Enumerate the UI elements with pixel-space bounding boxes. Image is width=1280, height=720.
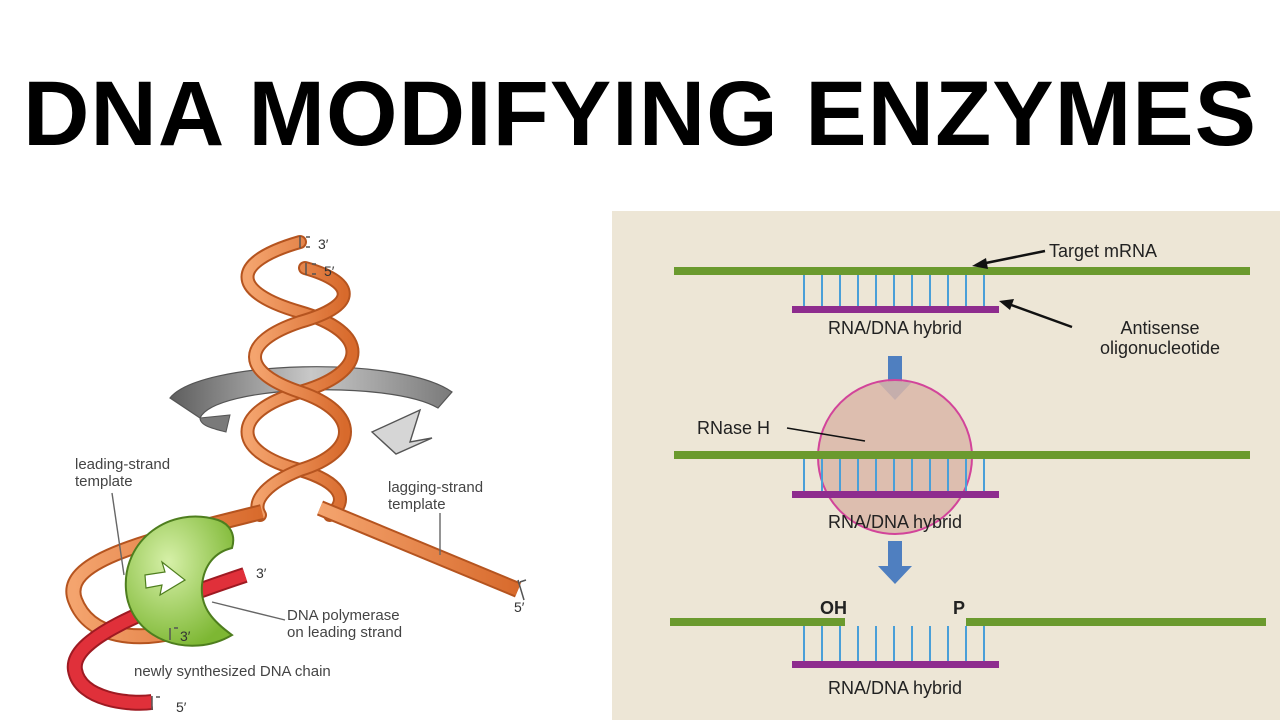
antisense-oligo-3 — [792, 661, 999, 668]
dna-double-helix — [240, 235, 360, 522]
label-polymerase-1: DNA polymerase — [287, 607, 400, 624]
stage-2-rnase-h: RNase H RNA/DNA hybrid — [674, 379, 1250, 535]
label-antisense-1: Antisense — [1120, 318, 1199, 338]
cleaved-mrna-left — [670, 618, 845, 626]
label-top-5prime: 5′ — [324, 263, 335, 279]
label-hybrid-3: RNA/DNA hybrid — [828, 678, 962, 698]
label-lagging-template-2: template — [388, 496, 446, 513]
label-oh: OH — [820, 598, 847, 618]
label-lagging-template-1: lagging-strand — [388, 479, 483, 496]
label-rnase-h: RNase H — [697, 418, 770, 438]
label-hybrid-2: RNA/DNA hybrid — [828, 512, 962, 532]
label-leading-template-1: leading-strand — [75, 456, 170, 473]
step-arrow-down-icon-2 — [878, 541, 912, 584]
base-pairs — [803, 275, 985, 306]
label-bottom-5prime: 5′ — [176, 699, 187, 715]
replication-fork-diagram: 3′ 5′ leading-strand template lagging-st… — [65, 235, 527, 715]
label-lagging-5prime: 5′ — [514, 599, 525, 615]
base-pairs-3 — [803, 626, 985, 661]
strand-end-ticks — [151, 236, 527, 710]
dna-polymerase — [124, 515, 235, 647]
mrna-strand-2 — [674, 451, 1250, 459]
antisense-oligo-2 — [792, 491, 999, 498]
direction-arrow-icon — [144, 560, 187, 597]
label-leading-template-2: template — [75, 473, 133, 490]
lagging-strand-template — [316, 500, 522, 598]
callout-lines — [111, 492, 441, 621]
label-new-chain: newly synthesized DNA chain — [134, 663, 331, 680]
base-pairs-2 — [803, 459, 985, 491]
label-antisense-2: oligonucleotide — [1100, 338, 1220, 358]
label-hybrid-1: RNA/DNA hybrid — [828, 318, 962, 338]
cleaved-mrna-right — [966, 618, 1266, 626]
label-target-mrna: Target mRNA — [1049, 241, 1157, 261]
stage-3-cleaved: OH P RNA/DNA hybrid — [670, 598, 1266, 698]
antisense-oligo — [792, 306, 999, 313]
label-polymerase-2: on leading strand — [287, 624, 402, 641]
rnase-h-antisense-diagram: Target mRNA RNA/DNA hybrid Antisense oli… — [612, 211, 1280, 720]
rotation-arrow — [169, 366, 453, 455]
label-p: P — [953, 598, 965, 618]
label-leading-3prime: 3′ — [180, 628, 191, 644]
target-mrna-strand — [674, 267, 1250, 275]
label-top-3prime: 3′ — [318, 236, 329, 252]
slide-title: DNA MODIFYING ENZYMES — [22, 63, 1258, 165]
stage-1-hybrid: Target mRNA RNA/DNA hybrid Antisense oli… — [674, 241, 1250, 358]
label-new-chain-3prime: 3′ — [256, 565, 267, 581]
